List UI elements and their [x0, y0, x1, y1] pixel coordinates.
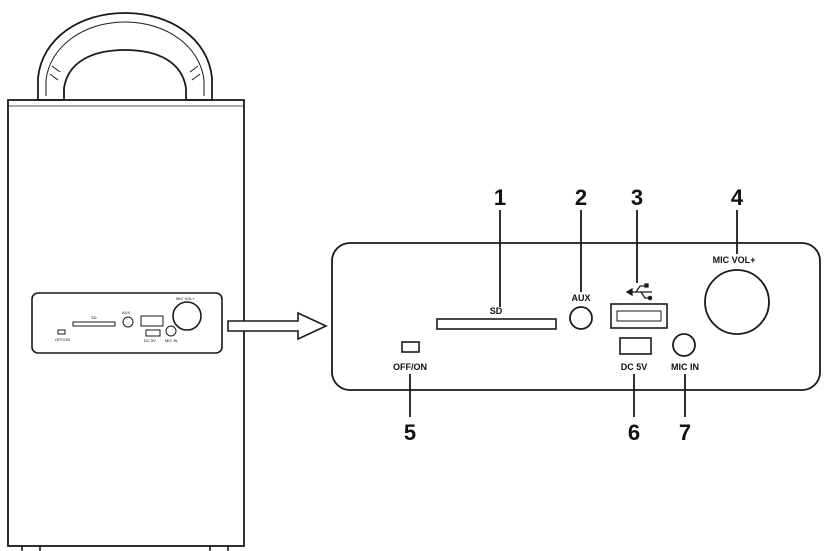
- mic-volume-knob: [704, 269, 770, 335]
- small-volume-knob: [172, 301, 202, 331]
- usb-port: [610, 303, 668, 329]
- mic-in-jack: [672, 333, 696, 357]
- sd-card-slot: [436, 318, 557, 330]
- callout-numbers: 1 2 3 4 5 6 7: [404, 185, 744, 445]
- label-dc-5v: DC 5V: [621, 362, 648, 372]
- handle-grip-left: [49, 65, 61, 81]
- callout-4: 4: [731, 185, 744, 210]
- label-aux: AUX: [571, 293, 590, 303]
- aux-jack: [569, 306, 593, 330]
- small-label-sd: SD: [91, 315, 97, 320]
- small-label-power: OFF/ON: [55, 337, 70, 342]
- label-sd: SD: [490, 306, 503, 316]
- small-usb-port: [140, 315, 164, 327]
- leader-lines: [409, 210, 738, 417]
- speaker-handle: [37, 12, 213, 101]
- usb-icon: [625, 283, 653, 301]
- speaker-cabinet: [7, 99, 245, 547]
- small-label-dc: DC 5V: [144, 338, 156, 343]
- callout-7: 7: [679, 420, 691, 445]
- power-switch: [401, 341, 420, 353]
- callout-3: 3: [631, 185, 643, 210]
- enlarged-panel: [331, 242, 821, 391]
- label-mic-vol: MIC VOL+: [713, 255, 756, 265]
- small-aux-jack: [122, 316, 134, 328]
- small-label-vol: MIC VOL+: [176, 296, 195, 301]
- panel-outline: [331, 242, 821, 391]
- usb-port-inner: [616, 310, 662, 322]
- speaker-handle-inner: [45, 21, 205, 96]
- speaker-unit: [7, 12, 245, 551]
- small-label-mic: MIC IN: [165, 338, 178, 343]
- handle-grip-right: [189, 65, 201, 81]
- callout-6: 6: [628, 420, 640, 445]
- small-control-panel: [31, 292, 223, 354]
- label-mic-in: MIC IN: [671, 362, 699, 372]
- speaker-foot-right: [209, 546, 229, 551]
- label-off-on: OFF/ON: [393, 362, 427, 372]
- small-label-aux: AUX: [122, 310, 131, 315]
- port-labels: SD AUX MIC VOL+ OFF/ON DC 5V MIC IN: [393, 255, 755, 372]
- dc-5v-port: [619, 337, 652, 355]
- small-panel-labels: OFF/ON SD AUX DC 5V MIC IN MIC VOL+: [55, 296, 195, 343]
- small-dc-port: [145, 329, 161, 337]
- arrow-right-icon: [227, 311, 328, 341]
- small-mic-jack: [165, 325, 177, 337]
- callout-1: 1: [494, 185, 506, 210]
- callout-5: 5: [404, 420, 416, 445]
- callout-2: 2: [575, 185, 587, 210]
- speaker-foot-left: [21, 546, 41, 551]
- small-power-switch: [57, 329, 66, 335]
- small-sd-slot: [72, 321, 116, 327]
